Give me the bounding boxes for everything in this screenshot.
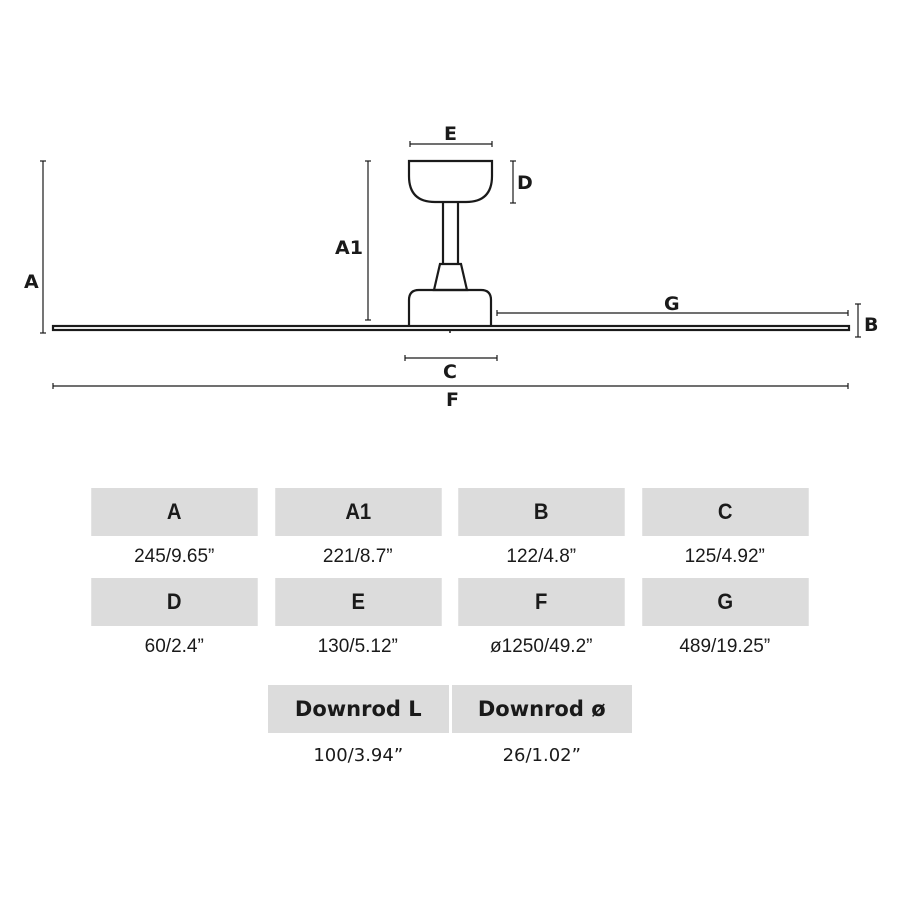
header-cell-f: F <box>458 578 625 626</box>
fan-coupler <box>432 262 469 292</box>
header-cell-a: A <box>91 488 258 536</box>
downrod-table: Downrod L Downrod ø 100/3.94” 26/1.02” <box>268 685 632 777</box>
dimension-line-g <box>496 310 849 316</box>
value-row-1: 245/9.65” 221/8.7” 122/4.8” 125/4.92” <box>84 536 815 578</box>
header-cell-g: G <box>641 578 808 626</box>
label-f: F <box>446 389 459 411</box>
label-e: E <box>444 123 457 145</box>
header-row-2: D E F G <box>84 578 815 626</box>
value-cell-f: ø1250/49.2” <box>490 636 593 657</box>
label-g: G <box>664 293 680 315</box>
fan-motor-housing <box>407 288 493 327</box>
dimension-line-f <box>52 383 849 389</box>
label-a: A <box>24 271 39 293</box>
fan-downrod <box>441 202 460 264</box>
header-cell-e: E <box>274 578 441 626</box>
label-c: C <box>443 361 457 383</box>
dimension-line-c <box>404 355 498 361</box>
label-a1: A1 <box>335 237 363 259</box>
dimension-line-a <box>40 160 46 334</box>
downrod-header-row: Downrod L Downrod ø <box>268 685 632 733</box>
value-cell-b: 122/4.8” <box>506 546 577 567</box>
header-cell-downrod-length: Downrod L <box>268 685 449 733</box>
value-cell-downrod-length: 100/3.94” <box>313 744 404 766</box>
fan-dimension-diagram: A A1 E D G B C F <box>24 123 878 411</box>
value-cell-a: 245/9.65” <box>134 546 215 567</box>
dimensions-table: A A1 B C 245/9.65” 221/8.7” 122/4.8” 125… <box>84 488 815 668</box>
fan-canopy <box>407 159 494 204</box>
fan-blade <box>51 324 851 332</box>
header-cell-c: C <box>641 488 808 536</box>
header-row-1: A A1 B C <box>84 488 815 536</box>
header-cell-b: B <box>458 488 625 536</box>
header-cell-d: D <box>91 578 258 626</box>
dimension-line-b <box>855 303 861 338</box>
value-row-2: 60/2.4” 130/5.12” ø1250/49.2” 489/19.25” <box>84 626 815 668</box>
value-cell-g: 489/19.25” <box>679 636 771 657</box>
dimension-line-e <box>409 141 493 147</box>
dimension-line-a1 <box>365 160 371 321</box>
header-cell-downrod-diameter: Downrod ø <box>451 685 632 733</box>
label-b: B <box>864 314 878 336</box>
value-cell-e: 130/5.12” <box>317 636 398 657</box>
dimension-line-d <box>510 160 516 204</box>
value-cell-d: 60/2.4” <box>144 636 204 657</box>
value-cell-downrod-diameter: 26/1.02” <box>502 744 581 766</box>
label-d: D <box>517 172 533 194</box>
downrod-value-row: 100/3.94” 26/1.02” <box>268 733 632 777</box>
header-cell-a1: A1 <box>274 488 441 536</box>
value-cell-c: 125/4.92” <box>684 546 765 567</box>
value-cell-a1: 221/8.7” <box>322 546 393 567</box>
